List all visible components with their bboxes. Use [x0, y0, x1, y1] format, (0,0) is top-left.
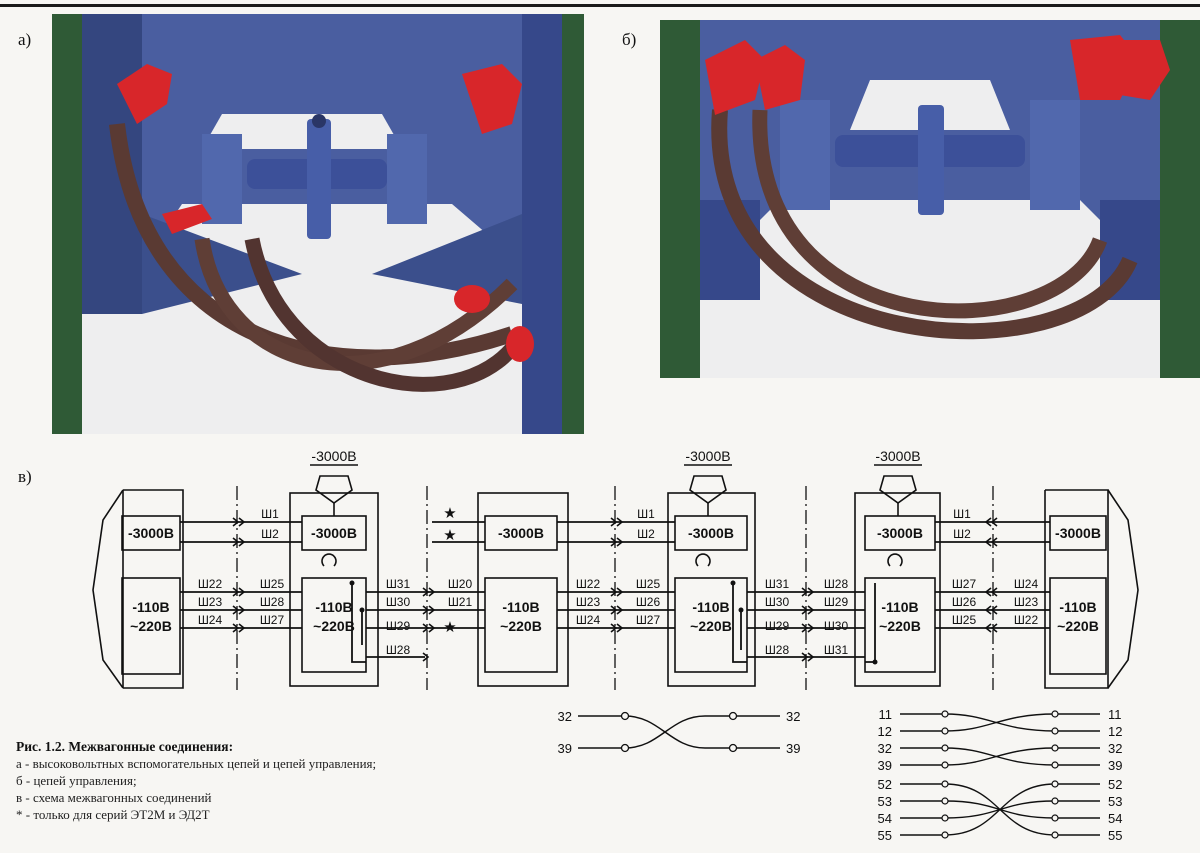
caption-line: а - высоковольтных вспомогательных цепей…: [16, 756, 377, 771]
hv-box-label: -3000В: [128, 525, 174, 541]
wire-label: Ш28: [765, 643, 790, 657]
wire-label: Ш23: [576, 595, 601, 609]
wire-label: Ш24: [576, 613, 601, 627]
wire-label: Ш28: [824, 577, 849, 591]
wire-label: Ш21: [448, 595, 473, 609]
hv-box-label: -3000В: [498, 525, 544, 541]
crossover-label: 39: [786, 741, 800, 756]
crossover-label: 32: [1108, 741, 1122, 756]
wire-label: Ш31: [386, 577, 411, 591]
top-rule: [0, 4, 1200, 7]
hv-box-label: -3000В: [1055, 525, 1101, 541]
wire-label: Ш25: [952, 613, 977, 627]
wire-label: Ш25: [260, 577, 285, 591]
wire-label: Ш1: [261, 507, 279, 521]
crossover-label: 53: [1108, 794, 1122, 809]
crossover-label: 32: [786, 709, 800, 724]
lv-box-label-dc: -110В: [132, 599, 169, 615]
panel-label-b: б): [622, 30, 637, 49]
photo-b-illustration: [660, 20, 1200, 378]
lv-box-label-dc: -110В: [1059, 599, 1096, 615]
wire-label: Ш20: [448, 577, 473, 591]
wire-label: Ш22: [1014, 613, 1039, 627]
wire-label: Ш31: [765, 577, 790, 591]
wire-label: Ш29: [386, 619, 411, 633]
crossover-label: 11: [1108, 707, 1122, 722]
lv-box-label-ac: ~220В: [313, 618, 355, 634]
star-mark: ★: [443, 619, 456, 636]
hv-box-label: -3000В: [311, 525, 357, 541]
caption-line: в - схема межвагонных соединений: [16, 790, 212, 805]
wire-label: Ш1: [637, 507, 655, 521]
wire-label: Ш31: [824, 643, 849, 657]
lv-box-label-ac: ~220В: [130, 618, 172, 634]
wire-label: Ш24: [198, 613, 223, 627]
crossover-label: 39: [558, 741, 572, 756]
hv-box-label: -3000В: [877, 525, 923, 541]
wire-label: Ш23: [198, 595, 223, 609]
photo-b: [660, 20, 1200, 378]
wire-label: Ш29: [824, 595, 849, 609]
wire-label: Ш26: [952, 595, 977, 609]
wire-label: Ш25: [636, 577, 661, 591]
caption-line: * - только для серий ЭТ2М и ЭД2Т: [16, 807, 210, 822]
wire-label: Ш2: [261, 527, 279, 541]
lv-box-label-dc: -110В: [315, 599, 352, 615]
crossover-label: 11: [879, 707, 893, 722]
crossover-label: 12: [1108, 724, 1122, 739]
lv-box-label-ac: ~220В: [879, 618, 921, 634]
crossover-label: 52: [1108, 777, 1122, 792]
crossover-label: 55: [878, 828, 892, 843]
lv-box-label-ac: ~220В: [1057, 618, 1099, 634]
wire-label: Ш24: [1014, 577, 1039, 591]
hv-top-label: -3000В: [311, 448, 356, 464]
photo-a: [52, 14, 584, 434]
wire-label: Ш2: [953, 527, 971, 541]
hv-top-label: -3000В: [685, 448, 730, 464]
lv-box-label-ac: ~220В: [690, 618, 732, 634]
wire-label: Ш30: [765, 595, 790, 609]
crossover-label: 39: [878, 758, 892, 773]
wire-label: Ш22: [576, 577, 601, 591]
wire-label: Ш30: [386, 595, 411, 609]
wire-label: Ш26: [636, 595, 661, 609]
hv-top-label: -3000В: [875, 448, 920, 464]
crossover-label: 55: [1108, 828, 1122, 843]
crossover-label: 12: [878, 724, 892, 739]
crossover-label: 53: [878, 794, 892, 809]
star-mark: ★: [443, 527, 456, 544]
star-mark: ★: [443, 505, 456, 522]
wire-label: Ш29: [765, 619, 790, 633]
crossover-label: 54: [1108, 811, 1122, 826]
lv-box-label-dc: -110В: [881, 599, 918, 615]
wire-label: Ш27: [260, 613, 285, 627]
wire-label: Ш1: [953, 507, 971, 521]
panel-label-v: в): [18, 467, 32, 486]
wire-label: Ш28: [260, 595, 285, 609]
lv-box-label-dc: -110В: [502, 599, 539, 615]
wire-label: Ш23: [1014, 595, 1039, 609]
hv-box-label: -3000В: [688, 525, 734, 541]
caption-line: б - цепей управления;: [16, 773, 137, 788]
lv-box-label-ac: ~220В: [500, 618, 542, 634]
crossover-label: 52: [878, 777, 892, 792]
crossover-label: 39: [1108, 758, 1122, 773]
caption-title: Рис. 1.2. Межвагонные соединения:: [16, 739, 234, 754]
panel-label-a: а): [18, 30, 32, 49]
wire-label: Ш22: [198, 577, 223, 591]
wire-label: Ш28: [386, 643, 411, 657]
lv-box-label-dc: -110В: [692, 599, 729, 615]
wire-label: Ш2: [637, 527, 655, 541]
crossover-label: 32: [558, 709, 572, 724]
photo-a-illustration: [52, 14, 584, 434]
wire-label: Ш30: [824, 619, 849, 633]
wire-label: Ш27: [952, 577, 977, 591]
crossover-label: 54: [878, 811, 892, 826]
crossover-label: 32: [878, 741, 892, 756]
figure-caption: Рис. 1.2. Межвагонные соединения: а - вы…: [16, 738, 536, 823]
wire-label: Ш27: [636, 613, 661, 627]
